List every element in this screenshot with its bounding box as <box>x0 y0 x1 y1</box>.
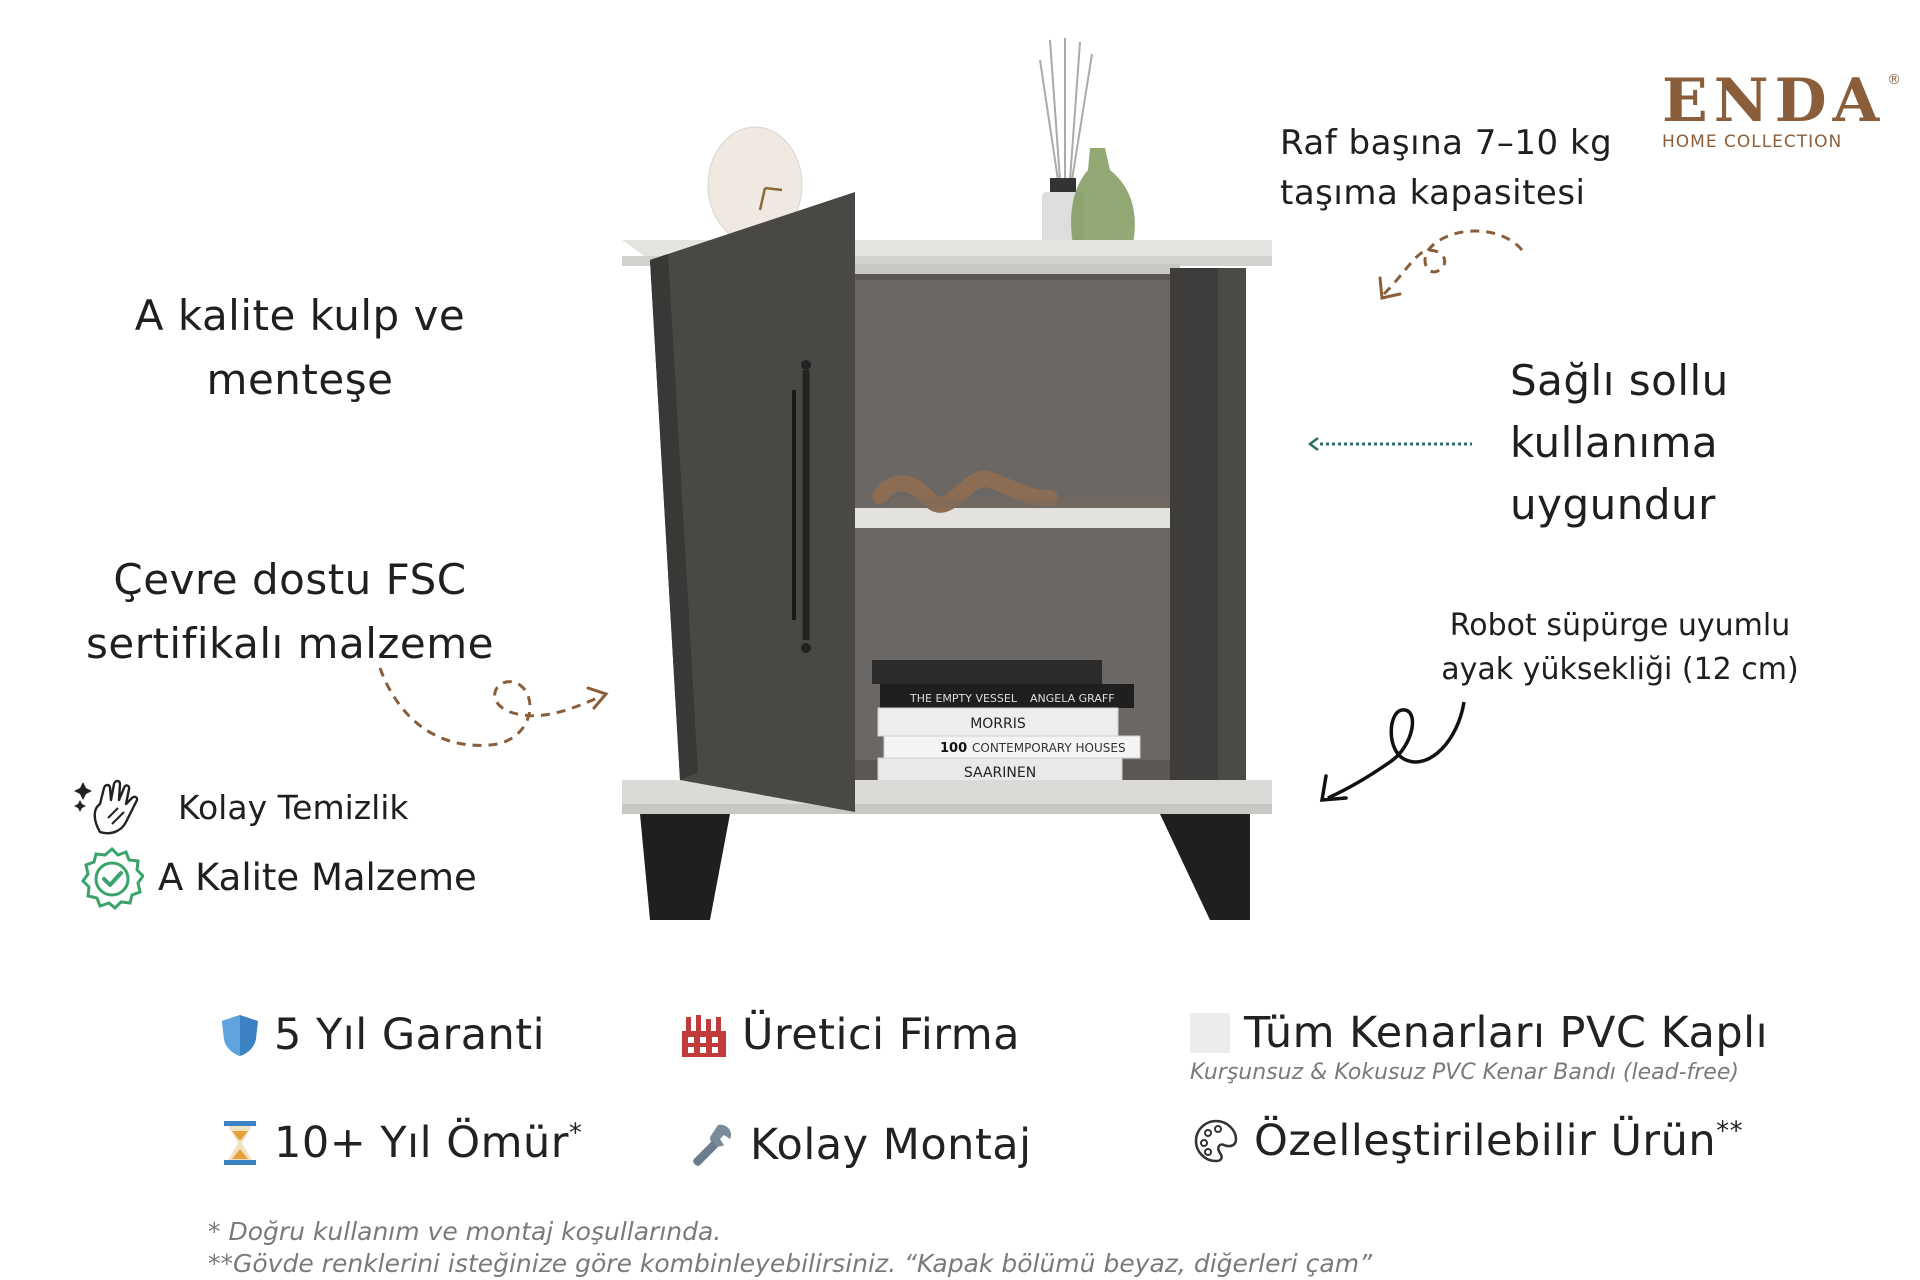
book-spine-1: THE EMPTY VESSEL <box>909 692 1018 705</box>
badge-lifetime-text: 10+ Yıl Ömür <box>274 1118 569 1168</box>
book-morris: MORRIS <box>970 716 1026 732</box>
registered-mark: ® <box>1887 72 1902 88</box>
badge-assembly: Kolay Montaj <box>688 1120 1032 1170</box>
footnote-one: * Doğru kullanım ve montaj koşullarında. <box>208 1217 722 1246</box>
feature-sides-line3: uygundur <box>1510 480 1716 529</box>
robot-arrow-icon <box>1319 701 1466 802</box>
badge-pvc-label: Tüm Kenarları PVC Kaplı <box>1244 1008 1769 1058</box>
feature-cleaning-label: Kolay Temizlik <box>178 788 409 827</box>
badge-lifetime: 10+ Yıl Ömür* <box>220 1118 582 1168</box>
feature-fsc-line2: sertifikalı malzeme <box>85 619 495 668</box>
badge-manufacturer: Üretici Firma <box>680 1010 1020 1060</box>
factory-icon <box>682 1015 726 1057</box>
feature-sides-line1: Sağlı sollu <box>1510 356 1729 405</box>
brand-name: ENDA <box>1662 66 1886 136</box>
wrench-icon <box>693 1124 732 1166</box>
book-100: 100 <box>940 741 967 756</box>
feature-fsc-line1: Çevre dostu FSC <box>113 555 467 604</box>
badge-manufacturer-label: Üretici Firma <box>742 1010 1020 1060</box>
badge-lifetime-mark: * <box>568 1118 583 1149</box>
badge-custom-mark: ** <box>1716 1116 1744 1147</box>
feature-handle: A kalite kulp ve menteşe <box>100 284 500 412</box>
badge-pvc: Tüm Kenarları PVC Kaplı Kurşunsuz & Koku… <box>1190 1008 1768 1085</box>
badge-lifetime-label: 10+ Yıl Ömür* <box>274 1118 582 1168</box>
feature-handle-line1: A kalite kulp ve <box>134 291 466 340</box>
feature-robot: Robot süpürge uyumlu ayak yüksekliği (12… <box>1420 604 1820 692</box>
feature-handle-line2: menteşe <box>206 355 394 404</box>
badge-pvc-sublabel: Kurşunsuz & Kokusuz PVC Kenar Bandı (lea… <box>1190 1060 1739 1085</box>
feature-capacity: Raf başına 7–10 kg taşıma kapasitesi <box>1280 118 1612 218</box>
badge-warranty: 5 Yıl Garanti <box>220 1010 545 1060</box>
square-icon <box>1190 1013 1230 1053</box>
book-contemporary: CONTEMPORARY HOUSES <box>972 741 1126 755</box>
palette-icon <box>1194 1119 1238 1163</box>
quality-check-icon <box>81 846 144 910</box>
book-spine-2: ANGELA GRAFF <box>1030 692 1115 705</box>
book-saarinen: SAARINEN <box>964 765 1036 781</box>
hourglass-icon <box>224 1121 256 1165</box>
footnotes: * Doğru kullanım ve montaj koşullarında.… <box>208 1216 1372 1280</box>
sides-arrow-icon <box>1307 437 1472 451</box>
feature-robot-line1: Robot süpürge uyumlu <box>1449 608 1791 643</box>
feature-capacity-line1: Raf başına 7–10 kg <box>1280 123 1613 163</box>
feature-capacity-line2: taşıma kapasitesi <box>1280 173 1586 213</box>
badge-custom-label: Özelleştirilebilir Ürün** <box>1254 1116 1743 1166</box>
brand-logo: ENDA ® HOME COLLECTION <box>1662 66 1901 152</box>
footnote-two: **Gövde renklerini isteğinize göre kombi… <box>208 1249 1373 1278</box>
feature-robot-line2: ayak yüksekliği (12 cm) <box>1441 652 1799 687</box>
feature-sides: Sağlı sollu kullanıma uygundur <box>1510 350 1729 536</box>
feature-quality-label: A Kalite Malzeme <box>158 856 477 899</box>
shield-icon <box>222 1015 258 1056</box>
feature-sides-line2: kullanıma <box>1510 418 1719 467</box>
feature-quality: A Kalite Malzeme <box>80 846 477 910</box>
badge-warranty-label: 5 Yıl Garanti <box>274 1010 546 1060</box>
product-cabinet-image: THE EMPTY VESSEL ANGELA GRAFF MORRIS 100… <box>622 38 1272 920</box>
clean-hand-icon <box>74 779 139 835</box>
capacity-arrow-icon <box>1378 229 1524 300</box>
fsc-arrow-icon <box>378 667 609 747</box>
brand-subtitle: HOME COLLECTION <box>1662 132 1843 152</box>
feature-fsc: Çevre dostu FSC sertifikalı malzeme <box>60 548 520 676</box>
badge-custom: Özelleştirilebilir Ürün** <box>1192 1116 1743 1166</box>
feature-cleaning: Kolay Temizlik <box>74 778 409 838</box>
badge-assembly-label: Kolay Montaj <box>750 1120 1032 1170</box>
badge-custom-text: Özelleştirilebilir Ürün <box>1254 1116 1717 1166</box>
